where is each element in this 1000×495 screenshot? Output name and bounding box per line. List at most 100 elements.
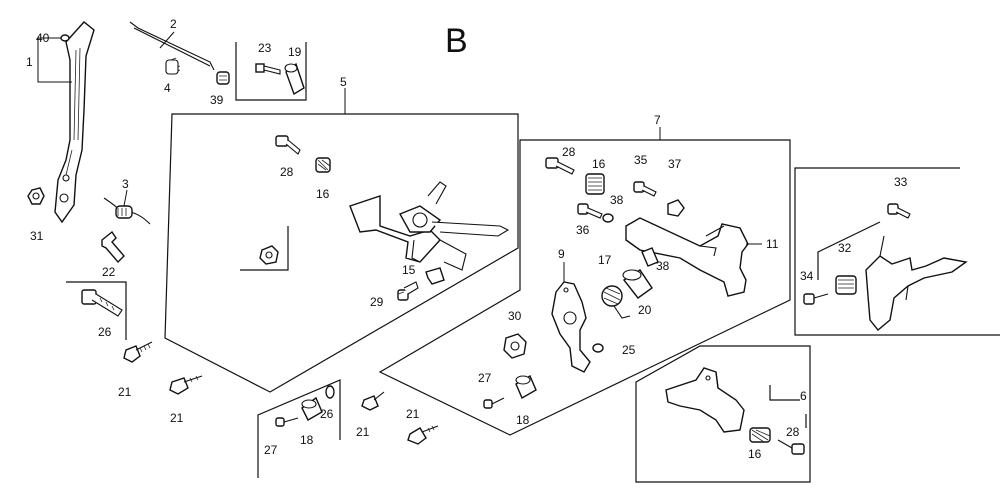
nut-part-30 [503,333,527,359]
washer-part-25 [592,343,604,353]
leader-2 [159,31,175,49]
callout-18-left: 18 [300,433,314,447]
nut-part-37 [667,199,685,217]
callout-5: 5 [340,75,347,89]
callout-30: 30 [508,309,522,323]
callout-21-left: 21 [118,385,132,399]
callout-2: 2 [170,17,177,31]
bolt-part-28c [777,439,805,455]
callout-35: 35 [634,153,648,167]
nut-part-31 [27,187,45,205]
nut-part-39 [216,71,230,85]
callout-4: 4 [164,81,171,95]
bracket-part-right [865,235,968,331]
callout-20: 20 [638,303,652,317]
callout-34: 34 [800,269,814,283]
callout-18-center: 18 [516,413,530,427]
callout-6: 6 [800,389,807,403]
bolt-part-26a [81,289,123,317]
bolt-part-21c [361,391,385,411]
group-box-23-19 [235,42,307,101]
callout-27-left: 27 [264,443,278,457]
collar-part-19 [284,62,305,96]
section-letter: B [445,22,468,60]
callout-11: 11 [766,237,779,251]
collar-part-18a [301,396,323,421]
lever-part-1 [54,21,95,224]
callout-21-bottom: 21 [356,425,370,439]
callout-28-box6: 28 [786,425,800,439]
callout-33: 33 [894,175,908,189]
callout-36: 36 [576,223,590,237]
spring-part-32 [835,275,857,295]
bracket-6 [769,385,800,401]
spring-part-16b [585,173,605,195]
rod-part-2 [129,21,215,71]
collar-part-20 [622,269,653,299]
callout-16-box5: 16 [316,187,330,201]
callout-21-mid: 21 [170,411,184,425]
callout-15: 15 [402,263,416,277]
spring-part-16a [315,157,331,173]
callout-26-left: 26 [98,325,112,339]
callout-28-box7: 28 [562,145,576,159]
nut-part-inner5 [259,245,279,265]
washer-part-38a [602,213,614,223]
callout-22: 22 [102,265,116,279]
bolt-part-27a [275,417,299,427]
collar-part-38b [641,247,659,267]
callout-9: 9 [558,247,565,261]
callout-23: 23 [258,41,272,55]
callout-21-center: 21 [406,407,420,421]
callout-27-center: 27 [478,371,492,385]
bolt-part-36 [577,203,603,219]
collar-part-18b [515,375,537,399]
bolt-part-27b [483,397,505,409]
nut-40 [60,34,70,42]
callout-28-box5: 28 [280,165,294,179]
leader-1 [37,38,72,83]
bolt-part-33 [887,203,911,219]
bolt-part-21d [407,425,439,445]
group-box-5 [164,113,519,393]
bracket-inner-5 [240,226,289,271]
group-box-7 [378,139,791,436]
spring-part-4 [165,57,181,75]
callout-38-bottom: 38 [656,259,670,273]
callout-40: 40 [36,31,50,45]
bolt-part-28a [275,135,301,155]
callout-32: 32 [838,241,852,255]
group-box-27-18 [257,379,341,478]
callout-39: 39 [210,93,224,107]
callout-16-box6: 16 [748,447,762,461]
bolt-part-23 [255,63,281,75]
bolt-part-29 [397,281,419,301]
clip-part-15 [425,267,445,285]
callout-38-top: 38 [610,193,624,207]
leader-3 [123,189,128,207]
spring-part-3 [103,197,151,225]
callout-7: 7 [654,113,661,127]
bracket-32 [817,221,881,280]
governor-lever-assembly [349,181,510,271]
bolt-part-35 [633,181,657,197]
bolt-part-21b [169,375,203,395]
bracket-part-6 [665,367,745,433]
spring-part-17 [601,285,631,319]
washer-part-26b [325,385,335,399]
pin-part-22 [101,230,125,264]
group-box-32 [794,167,1000,336]
callout-17: 17 [598,253,612,267]
callout-16-box7: 16 [592,157,606,171]
callout-26-bottom: 26 [320,407,334,421]
group-box-6 [635,345,811,483]
bracket-26 [66,281,127,340]
lever-part-9 [551,281,591,373]
spring-part-16c [749,427,771,443]
bolt-part-34 [803,293,829,305]
callout-19: 19 [288,45,302,59]
callout-29: 29 [370,295,384,309]
bolt-part-28b [545,157,575,175]
